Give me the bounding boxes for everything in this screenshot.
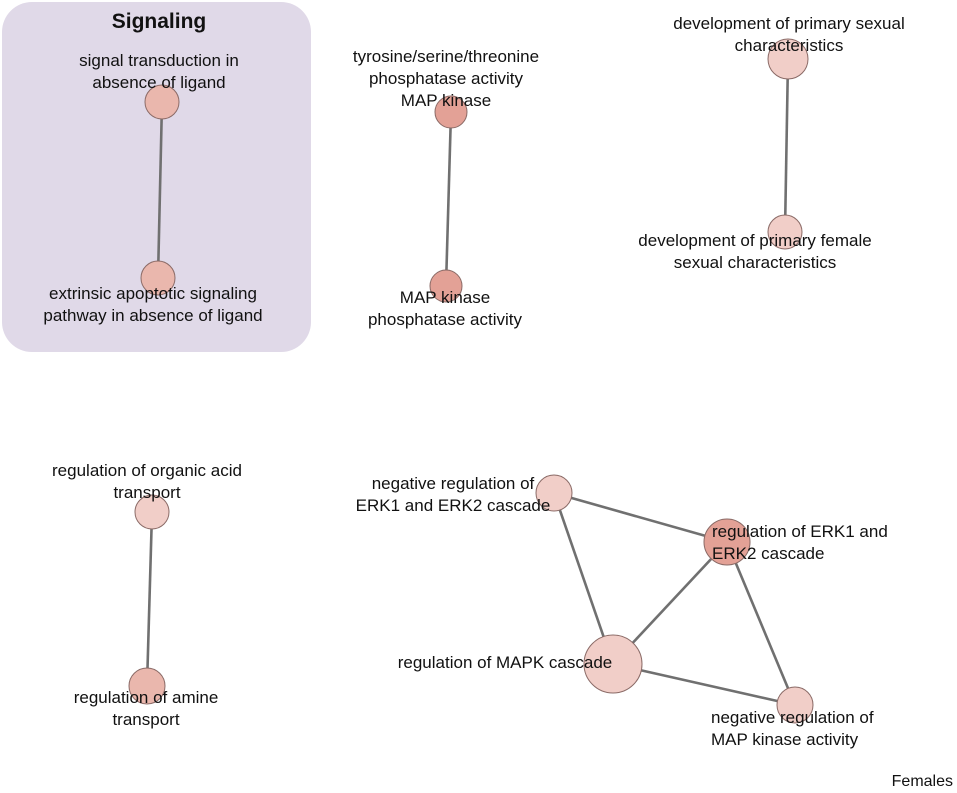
node-label-line: MAP kinase (401, 91, 491, 110)
node-label-n1: signal transduction in absence of ligand (79, 51, 239, 92)
node-label-n12: negative regulation of MAP kinase activit… (711, 708, 874, 749)
edge-n3-n4 (444, 111, 453, 287)
node-label-n4: MAP kinase phosphatase activity (368, 288, 523, 329)
node-label-line: regulation of ERK1 and (712, 522, 888, 541)
edge-n10-n12 (725, 541, 797, 706)
node-n3[interactable] (434, 95, 468, 129)
node-label-line: signal transduction in (79, 51, 239, 70)
node-label-line: ERK2 cascade (712, 544, 824, 563)
node-label-line: regulation of amine (74, 688, 219, 707)
node-label-line: ERK1 and ERK2 cascade (356, 496, 551, 515)
edge-n5-n6 (783, 58, 790, 233)
node-n10[interactable] (703, 518, 751, 566)
node-label-line: negative regulation of (711, 708, 874, 727)
node-n7[interactable] (134, 494, 170, 530)
node-label-line: negative regulation of (372, 474, 535, 493)
edge-n9-n10 (553, 491, 728, 544)
node-label-line: MAP kinase (400, 288, 490, 307)
node-label-n3: tyrosine/serine/threonine phosphatase act… (353, 47, 539, 110)
node-label-n2: extrinsic apoptotic signaling pathway in … (43, 284, 262, 325)
node-n5[interactable] (767, 38, 809, 80)
signaling-group-box (2, 2, 311, 352)
node-label-line: sexual characteristics (674, 253, 837, 272)
node-label-n7: regulation of organic acid transport (52, 461, 242, 502)
node-n11[interactable] (583, 634, 643, 694)
node-label-n8: regulation of amine transport (74, 688, 219, 729)
node-n9[interactable] (535, 474, 573, 512)
node-label-line: phosphatase activity (369, 69, 524, 88)
node-label-line: development of primary sexual (673, 14, 905, 33)
node-label-n5: development of primary sexual characteris… (673, 14, 905, 55)
node-label-line: absence of ligand (92, 73, 225, 92)
node-n8[interactable] (128, 667, 166, 705)
node-label-line: regulation of MAPK cascade (398, 653, 613, 672)
node-label-line: transport (112, 710, 179, 729)
edge-n1-n2 (156, 101, 164, 279)
node-label-line: regulation of organic acid (52, 461, 242, 480)
node-label-line: transport (113, 483, 180, 502)
labels-layer: signal transduction in absence of ligand e… (43, 14, 904, 749)
node-label-n9: negative regulation of ERK1 and ERK2 casc… (356, 474, 551, 515)
condition-label: Females (891, 773, 953, 790)
edge-n7-n8 (145, 511, 154, 687)
node-n4[interactable] (429, 269, 463, 303)
edge-n9-n11 (552, 492, 615, 665)
node-n1[interactable] (144, 84, 180, 120)
node-label-n11: regulation of MAPK cascade (398, 653, 613, 672)
node-n12[interactable] (776, 686, 814, 724)
node-n6[interactable] (767, 214, 803, 250)
node-label-line: characteristics (735, 36, 844, 55)
node-label-line: development of primary female (638, 231, 871, 250)
edge-n11-n12 (612, 662, 796, 707)
node-n2[interactable] (140, 260, 176, 296)
node-label-line: pathway in absence of ligand (43, 306, 262, 325)
node-label-line: extrinsic apoptotic signaling (49, 284, 257, 303)
node-label-n6: development of primary female sexual char… (638, 231, 871, 272)
node-label-line: phosphatase activity (368, 310, 523, 329)
node-label-line: tyrosine/serine/threonine (353, 47, 539, 66)
node-label-line: MAP kinase activity (711, 730, 859, 749)
signaling-group-title: Signaling (112, 10, 207, 33)
nodes-layer (128, 38, 814, 724)
